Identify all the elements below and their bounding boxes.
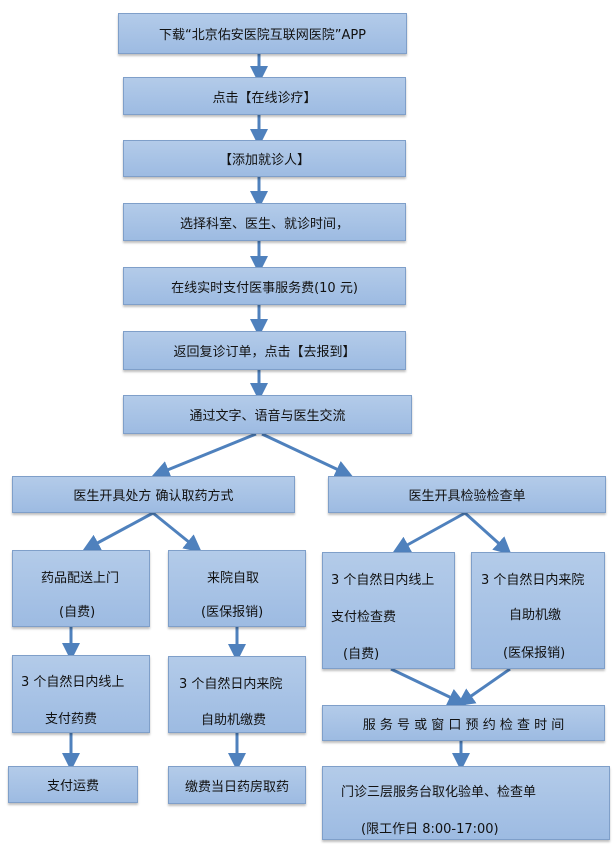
step-online-clinic: 点击【在线诊疗】 bbox=[123, 77, 406, 115]
step-online-clinic-text: 点击【在线诊疗】 bbox=[212, 90, 317, 106]
online-drug-payment-box: 3 个自然日内线上 支付药费 bbox=[12, 655, 150, 733]
shipping-fee-box: 支付运费 bbox=[8, 766, 138, 803]
appointment-text: 服 务 号 或 窗 口 预 约 检 查 时 间 bbox=[362, 717, 565, 733]
report-pickup-box: 门诊三层服务台取化验单、检查单 (限工作日 8:00-17:00) bbox=[322, 766, 610, 840]
report-pickup-line2: (限工作日 8:00-17:00) bbox=[361, 822, 499, 837]
step-return-order: 返回复诊订单，点击【去报到】 bbox=[123, 331, 406, 370]
delivery-line1: 药品配送上门 bbox=[41, 571, 120, 586]
step-add-patient-text: 【添加就诊人】 bbox=[218, 153, 310, 168]
online-exam-payment-box: 3 个自然日内线上 支付检查费 (自费) bbox=[322, 552, 455, 669]
machine-exam-payment-box: 3 个自然日内来院 自助机缴 (医保报销) bbox=[471, 552, 605, 669]
step-communicate: 通过文字、语音与医生交流 bbox=[123, 395, 412, 434]
pickup-line1: 来院自取 bbox=[207, 571, 260, 586]
delivery-line2: (自费) bbox=[59, 605, 96, 620]
step-download-app-text: 下载“北京佑安医院互联网医院”APP bbox=[158, 28, 367, 43]
step-select-department-text: 选择科室、医生、就诊时间， bbox=[179, 216, 349, 232]
step-download-app: 下载“北京佑安医院互联网医院”APP bbox=[118, 13, 407, 54]
online-exam-payment-line3: (自费) bbox=[343, 647, 380, 662]
delivery-box: 药品配送上门 (自费) bbox=[12, 550, 150, 627]
machine-drug-payment-box: 3 个自然日内来院 自助机缴费 bbox=[168, 656, 306, 733]
prescription-box: 医生开具处方 确认取药方式 bbox=[12, 476, 295, 513]
machine-exam-payment-line1: 3 个自然日内来院 bbox=[481, 573, 585, 588]
online-drug-payment-line1: 3 个自然日内线上 bbox=[21, 675, 125, 690]
prescription-text: 医生开具处方 确认取药方式 bbox=[73, 489, 234, 504]
shipping-fee-text: 支付运费 bbox=[46, 779, 99, 794]
exam-order-box: 医生开具检验检查单 bbox=[328, 476, 606, 513]
step-return-order-text: 返回复诊订单，点击【去报到】 bbox=[173, 345, 356, 360]
pickup-box: 来院自取 (医保报销) bbox=[168, 550, 306, 627]
machine-exam-payment-line2: 自助机缴 bbox=[509, 608, 562, 623]
step-pay-fee: 在线实时支付医事服务费(10 元) bbox=[123, 267, 406, 305]
machine-drug-payment-line2: 自助机缴费 bbox=[201, 713, 267, 728]
step-pay-fee-text: 在线实时支付医事服务费(10 元) bbox=[171, 280, 358, 296]
step-communicate-text: 通过文字、语音与医生交流 bbox=[189, 409, 346, 424]
step-add-patient: 【添加就诊人】 bbox=[123, 140, 406, 177]
exam-order-text: 医生开具检验检查单 bbox=[408, 489, 526, 504]
step-select-department: 选择科室、医生、就诊时间， bbox=[123, 203, 406, 241]
pickup-line2: (医保报销) bbox=[201, 605, 264, 620]
online-exam-payment-line2: 支付检查费 bbox=[331, 610, 397, 625]
report-pickup-line1: 门诊三层服务台取化验单、检查单 bbox=[341, 785, 537, 800]
online-exam-payment-line1: 3 个自然日内线上 bbox=[331, 573, 435, 588]
pharmacy-pickup-box: 缴费当日药房取药 bbox=[168, 766, 306, 804]
machine-exam-payment-line3: (医保报销) bbox=[503, 646, 566, 661]
machine-drug-payment-line1: 3 个自然日内来院 bbox=[179, 677, 283, 692]
appointment-box: 服 务 号 或 窗 口 预 约 检 查 时 间 bbox=[322, 705, 605, 741]
online-drug-payment-line2: 支付药费 bbox=[45, 712, 98, 727]
pharmacy-pickup-text: 缴费当日药房取药 bbox=[184, 779, 289, 795]
